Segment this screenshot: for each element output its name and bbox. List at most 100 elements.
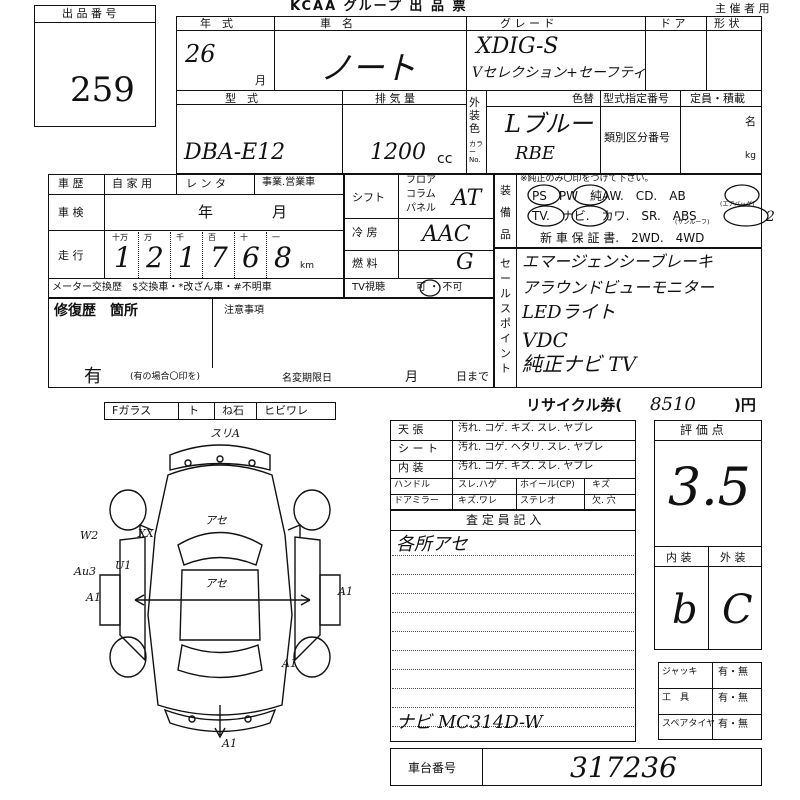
divider: [452, 420, 453, 510]
history-commercial: 事業.営業車: [262, 177, 316, 188]
capacity-load-label: 定員・積載: [690, 92, 745, 105]
year-value: 26: [185, 40, 216, 68]
divider: [392, 669, 634, 670]
divider: [390, 440, 636, 441]
interior-small-cell: キズ.ワレ: [458, 496, 497, 506]
color-change-label: 色替: [572, 92, 594, 105]
interior-row-label: 内 装: [398, 461, 424, 474]
lot-number-box: [34, 5, 156, 127]
inspector-note: 各所アセ: [396, 534, 468, 555]
category-number-label: 類別区分番号: [604, 131, 670, 144]
divider: [645, 16, 646, 90]
divider: [486, 106, 600, 107]
accessory-value: 有・無: [718, 719, 748, 730]
mileage-digit: 1: [178, 241, 196, 274]
glass-crack: ヒビワレ: [264, 404, 308, 417]
persons-unit: 名: [745, 115, 756, 128]
inspection-month-unit: 月: [272, 203, 288, 221]
divider: [392, 726, 634, 727]
accessories-box: [658, 662, 762, 740]
chassis-number: 317236: [570, 751, 677, 784]
divider: [176, 30, 762, 31]
mileage-place-label: 万: [144, 233, 152, 242]
damage-mark: Au3: [74, 565, 97, 578]
equipment-label: 装備品: [500, 184, 511, 241]
divider: [35, 22, 155, 23]
exterior-color-value: Lブルー: [505, 110, 593, 138]
mileage-digit: 1: [114, 241, 132, 274]
shift-column: コラム: [406, 189, 436, 200]
accessory-value: 有・無: [718, 693, 748, 704]
history-table: [48, 174, 344, 298]
lot-number-label: 出 品 番 号: [62, 7, 117, 20]
interior-small-cell: ハンドル: [394, 480, 431, 490]
divider: [170, 232, 171, 278]
sales-point-3: LEDライト: [522, 302, 616, 323]
sales-points-box: [494, 248, 762, 388]
shift-floor: フロア: [406, 175, 436, 186]
glass-to: ト: [188, 404, 199, 417]
history-rental: レ ン タ: [186, 177, 226, 190]
divider: [516, 248, 517, 388]
divider: [48, 278, 344, 279]
glass-front: Fガラス: [112, 404, 152, 417]
glass-chip: ね石: [222, 404, 244, 417]
equipment-circles: [527, 184, 769, 227]
divider: [392, 593, 634, 594]
mileage-place-label: 十万: [112, 233, 128, 242]
ac-label: 冷 房: [352, 226, 378, 239]
damage-mark: スリA: [210, 427, 240, 440]
divider: [266, 232, 267, 278]
history-label: 車 歴: [58, 177, 84, 190]
divider: [392, 650, 634, 651]
month-unit: 月: [255, 74, 266, 87]
accessory-label: スペアタイヤ: [662, 719, 716, 729]
divider: [712, 662, 713, 740]
specs-table: [344, 174, 494, 298]
equipment-box: [494, 174, 762, 248]
divider: [392, 688, 634, 689]
recycle-unit: )円: [734, 396, 756, 414]
divider: [176, 90, 762, 91]
divider: [392, 612, 634, 613]
mileage-label: 走 行: [58, 249, 84, 262]
divider: [48, 194, 344, 195]
mileage-digit: 2: [146, 241, 164, 274]
damage-mark: U1: [115, 559, 132, 572]
interior-small-cell: キズ: [592, 480, 611, 490]
divider: [392, 707, 634, 708]
divider: [392, 574, 634, 575]
divider: [202, 232, 203, 278]
exterior-color-label: 外装色: [469, 96, 480, 135]
divider: [482, 748, 483, 786]
interior-row-value: 汚れ. コゲ. キズ. スレ. ヤブレ: [458, 461, 594, 472]
repair-note: (有の場合〇印を): [130, 372, 201, 382]
divider: [706, 16, 707, 90]
divider: [212, 298, 213, 368]
divider: [344, 278, 494, 279]
divider: [680, 90, 681, 174]
interior-row-label: 天 張: [398, 423, 424, 436]
divider: [584, 478, 585, 510]
inspection-year-unit: 年: [198, 203, 214, 221]
repair-box: [48, 298, 494, 388]
mileage-place-label: 百: [208, 233, 216, 242]
divider: [466, 16, 467, 174]
equipment-row-1: PS PW 純AW. CD. AB: [532, 189, 686, 203]
recycle-label: リサイクル券(: [526, 396, 623, 414]
deadline-month: 月: [405, 370, 419, 385]
form-title: KCAA グループ 出 品 票: [290, 0, 468, 14]
divider: [234, 232, 235, 278]
model-header: 型 式: [225, 92, 258, 105]
doors-header: ド ア: [660, 17, 686, 30]
divider: [274, 16, 275, 90]
shift-value: AT: [452, 186, 482, 211]
repair-value: 有: [84, 366, 102, 387]
divider: [390, 460, 636, 461]
damage-mark: A1: [282, 657, 297, 670]
shift-label: シフト: [352, 191, 385, 204]
interior-table: [390, 420, 636, 510]
grade-line-2: Vセレクション+セーフティ: [472, 65, 647, 81]
divider: [48, 230, 344, 231]
divider: [104, 174, 105, 278]
